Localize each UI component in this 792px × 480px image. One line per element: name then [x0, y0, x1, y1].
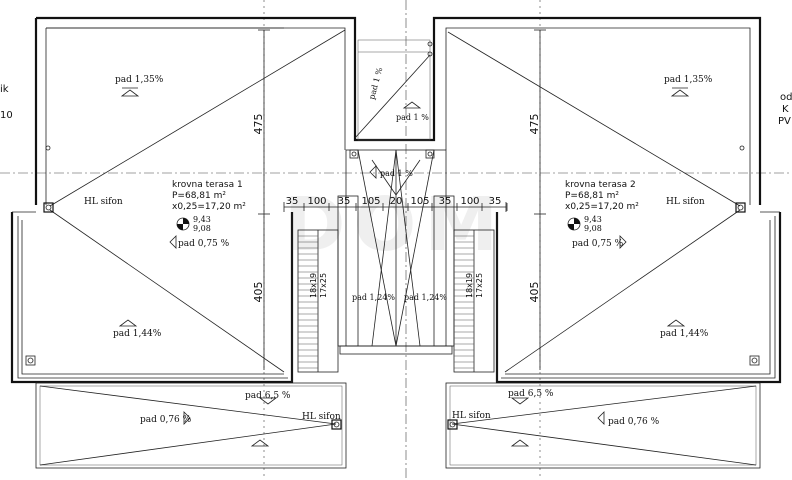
- edge-label-right-2: K: [782, 104, 789, 115]
- dimension-value: 105: [361, 196, 380, 207]
- dimension-value: 35: [286, 196, 299, 207]
- horizontal-dimensions: [283, 202, 507, 212]
- terrace-right-slope-top: pad 1,35%: [664, 75, 713, 85]
- level-marker-left: [176, 217, 190, 231]
- terrace-left-level-top: 9,43: [193, 215, 211, 224]
- balcony-right-slope-2: pad 6,5 %: [508, 389, 554, 399]
- center-pad-left: pad 1,24%: [352, 293, 395, 302]
- center-pad-top-1: pad 1 %: [367, 66, 384, 100]
- terrace-left-slope-bottom: pad 1,44%: [113, 329, 162, 339]
- edge-label-right-1: od: [780, 92, 792, 103]
- terrace-right-calc: x0,25=17,20 m²: [565, 202, 639, 212]
- watermark: DOM: [284, 182, 506, 268]
- stairs-left: [297, 229, 339, 373]
- terrace-right-slope-mid: pad 0,75 %: [572, 239, 624, 249]
- dimension-value: 20: [390, 196, 403, 207]
- center-pad-mid: pad 1 %: [380, 169, 413, 178]
- stairs-left-label-a: 18x19: [309, 273, 318, 298]
- center-pad-top-2: pad 1 %: [396, 113, 429, 122]
- balcony-right-drain: HL sifon: [452, 411, 491, 421]
- terrace-left-level-bottom: 9,08: [193, 224, 211, 233]
- terrace-right-drain-label: HL sifon: [666, 197, 705, 207]
- terrace-left-area: P=68,81 m²: [172, 191, 226, 201]
- terrace-left-slope-top: pad 1,35%: [115, 75, 164, 85]
- terrace-left-calc: x0,25=17,20 m²: [172, 202, 246, 212]
- dimension-value: 105: [410, 196, 429, 207]
- dimension-value: 35: [338, 196, 351, 207]
- dimension-row: 35 100 35 105 20 105 35 100 35: [286, 196, 508, 211]
- edge-label-left-2: 10: [0, 110, 13, 121]
- stairs-right-label-b: 17x25: [475, 273, 484, 298]
- dimension-value: 100: [307, 196, 326, 207]
- balcony-lines: [39, 385, 757, 466]
- edge-label-right-3: PV: [778, 116, 791, 127]
- stairs-right-label-a: 18x19: [465, 273, 474, 298]
- dimension-value: 35: [489, 196, 502, 207]
- drain-symbols: [25, 41, 760, 430]
- terrace-right-name: krovna terasa 2: [565, 180, 636, 190]
- dimension-value: 35: [439, 196, 452, 207]
- stairs-right: [453, 229, 495, 373]
- balcony-right-slope: pad 0,76 %: [608, 417, 660, 427]
- terrace-right-dim-lower: 405: [528, 282, 541, 303]
- terrace-right-level-top: 9,43: [584, 215, 602, 224]
- terrace-left-dim-upper: 475: [252, 114, 265, 135]
- slope-arrows: [118, 87, 690, 447]
- terrace-right-slope-bottom: pad 1,44%: [660, 329, 709, 339]
- balcony-left-slope-2: pad 6,5 %: [245, 391, 291, 401]
- vertical-dimensions: [258, 29, 546, 370]
- terrace-right-dim-upper: 475: [528, 114, 541, 135]
- center-core-lines: [357, 149, 435, 347]
- terrace-left-drainage-lines: [46, 27, 431, 373]
- center-pad-right: pad 1,24%: [404, 293, 447, 302]
- balcony-left-slope: pad 0,76 %: [140, 415, 192, 425]
- terrace-left-slope-mid: pad 0,75 %: [178, 239, 230, 249]
- terrace-right-area: P=68,81 m²: [565, 191, 619, 201]
- terrace-left-name: krovna terasa 1: [172, 180, 243, 190]
- level-marker-right: [567, 217, 581, 231]
- dimension-value: 100: [460, 196, 479, 207]
- terrace-right-drainage-lines: [447, 31, 741, 373]
- terrace-left-dim-lower: 405: [252, 282, 265, 303]
- terrace-right-level-bottom: 9,08: [584, 224, 602, 233]
- stairs-left-label-b: 17x25: [319, 273, 328, 298]
- balcony-left-drain: HL sifon: [302, 412, 341, 422]
- terrace-left-drain-label: HL sifon: [84, 197, 123, 207]
- edge-label-left-1: ik: [0, 84, 9, 95]
